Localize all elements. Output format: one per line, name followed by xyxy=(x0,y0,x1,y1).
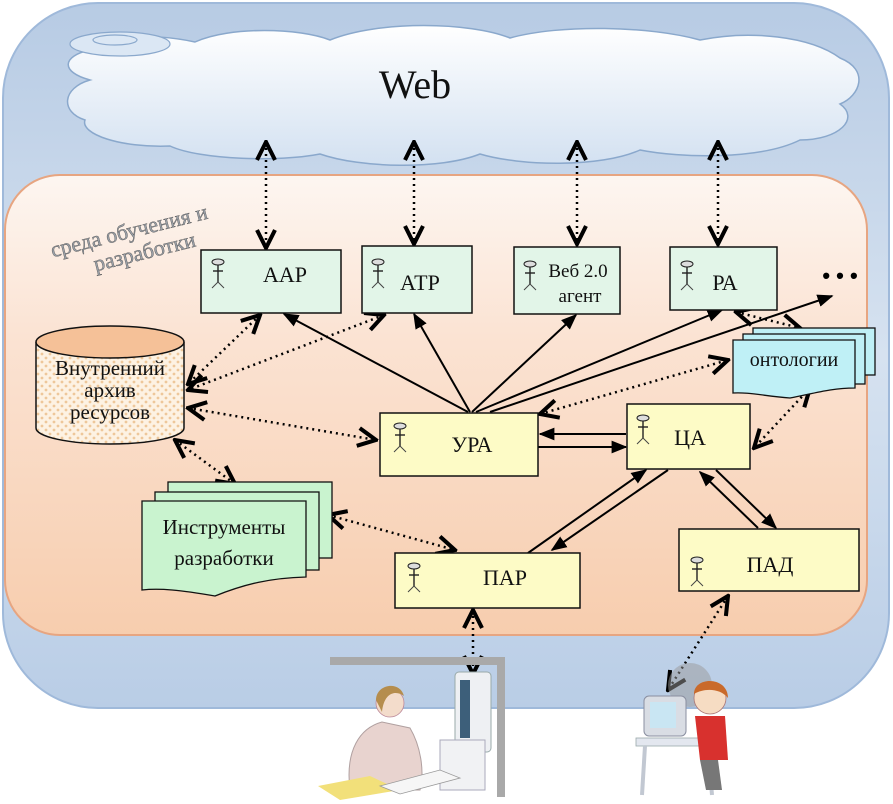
web-cloud xyxy=(66,24,860,166)
tools-label-2: разработки xyxy=(174,546,273,570)
agent-ca[interactable]: ЦА xyxy=(626,403,751,470)
teacher-illustration xyxy=(318,657,505,800)
connections xyxy=(175,142,834,690)
archive-label-2: архив xyxy=(84,378,136,402)
arrow-ca-par xyxy=(550,469,669,551)
tools-label-1: Инструменты xyxy=(163,515,286,539)
agent-ca-label: ЦА xyxy=(674,425,706,450)
arrow-ypa-more xyxy=(489,294,834,413)
agent-pa-label: РА xyxy=(712,270,737,295)
agent-aap-label: ААР xyxy=(263,262,307,287)
arrow-ypa-aap xyxy=(282,313,469,413)
agent-pad-label: ПАД xyxy=(747,552,794,577)
arrow-ypa-web20 xyxy=(471,313,578,413)
agent-ypa-label: УРА xyxy=(452,432,493,457)
web-label: Web xyxy=(379,62,451,107)
link-ypa-ontology xyxy=(540,360,728,414)
agent-par-label: ПАР xyxy=(483,565,527,590)
link-pad-student xyxy=(668,596,728,690)
agent-par[interactable]: ПАР xyxy=(394,552,581,609)
link-archive-atp xyxy=(188,315,384,390)
agent-pad[interactable]: ПАД xyxy=(678,528,860,592)
development-tools[interactable]: Инструменты разработки xyxy=(141,481,333,597)
resource-archive[interactable]: Внутренний архив ресурсов xyxy=(35,325,185,445)
ontology-label: онтологии xyxy=(750,349,839,371)
link-archive-tools xyxy=(175,440,235,484)
agent-aap[interactable]: ААР xyxy=(200,249,342,314)
agent-web20-label: Веб 2.0 xyxy=(548,261,607,282)
agent-atp[interactable]: АТР xyxy=(361,245,473,314)
agent-web20-sublabel: агент xyxy=(559,286,603,307)
student-illustration xyxy=(635,663,728,796)
more-agents-ellipsis: • • • xyxy=(822,263,857,288)
archive-label-1: Внутренний xyxy=(55,356,165,380)
link-archive-ypa xyxy=(188,408,376,440)
link-ca-ontology xyxy=(754,388,810,448)
arrow-pad-ca xyxy=(698,470,759,529)
ontologies[interactable]: онтологии xyxy=(732,327,876,399)
agent-ypa[interactable]: УРА xyxy=(379,412,539,477)
arrow-ypa-atp xyxy=(413,312,471,413)
arrow-ca-pad xyxy=(715,469,778,530)
agent-web20[interactable]: Веб 2.0 агент xyxy=(513,246,621,315)
arrow-ypa-pa xyxy=(475,309,724,413)
archive-label-3: ресурсов xyxy=(70,400,150,424)
arrow-par-ca xyxy=(527,469,648,554)
agent-pa[interactable]: РА xyxy=(669,246,778,311)
link-pa-ontology xyxy=(736,312,800,328)
agent-atp-label: АТР xyxy=(400,270,440,295)
link-tools-par xyxy=(328,515,455,550)
